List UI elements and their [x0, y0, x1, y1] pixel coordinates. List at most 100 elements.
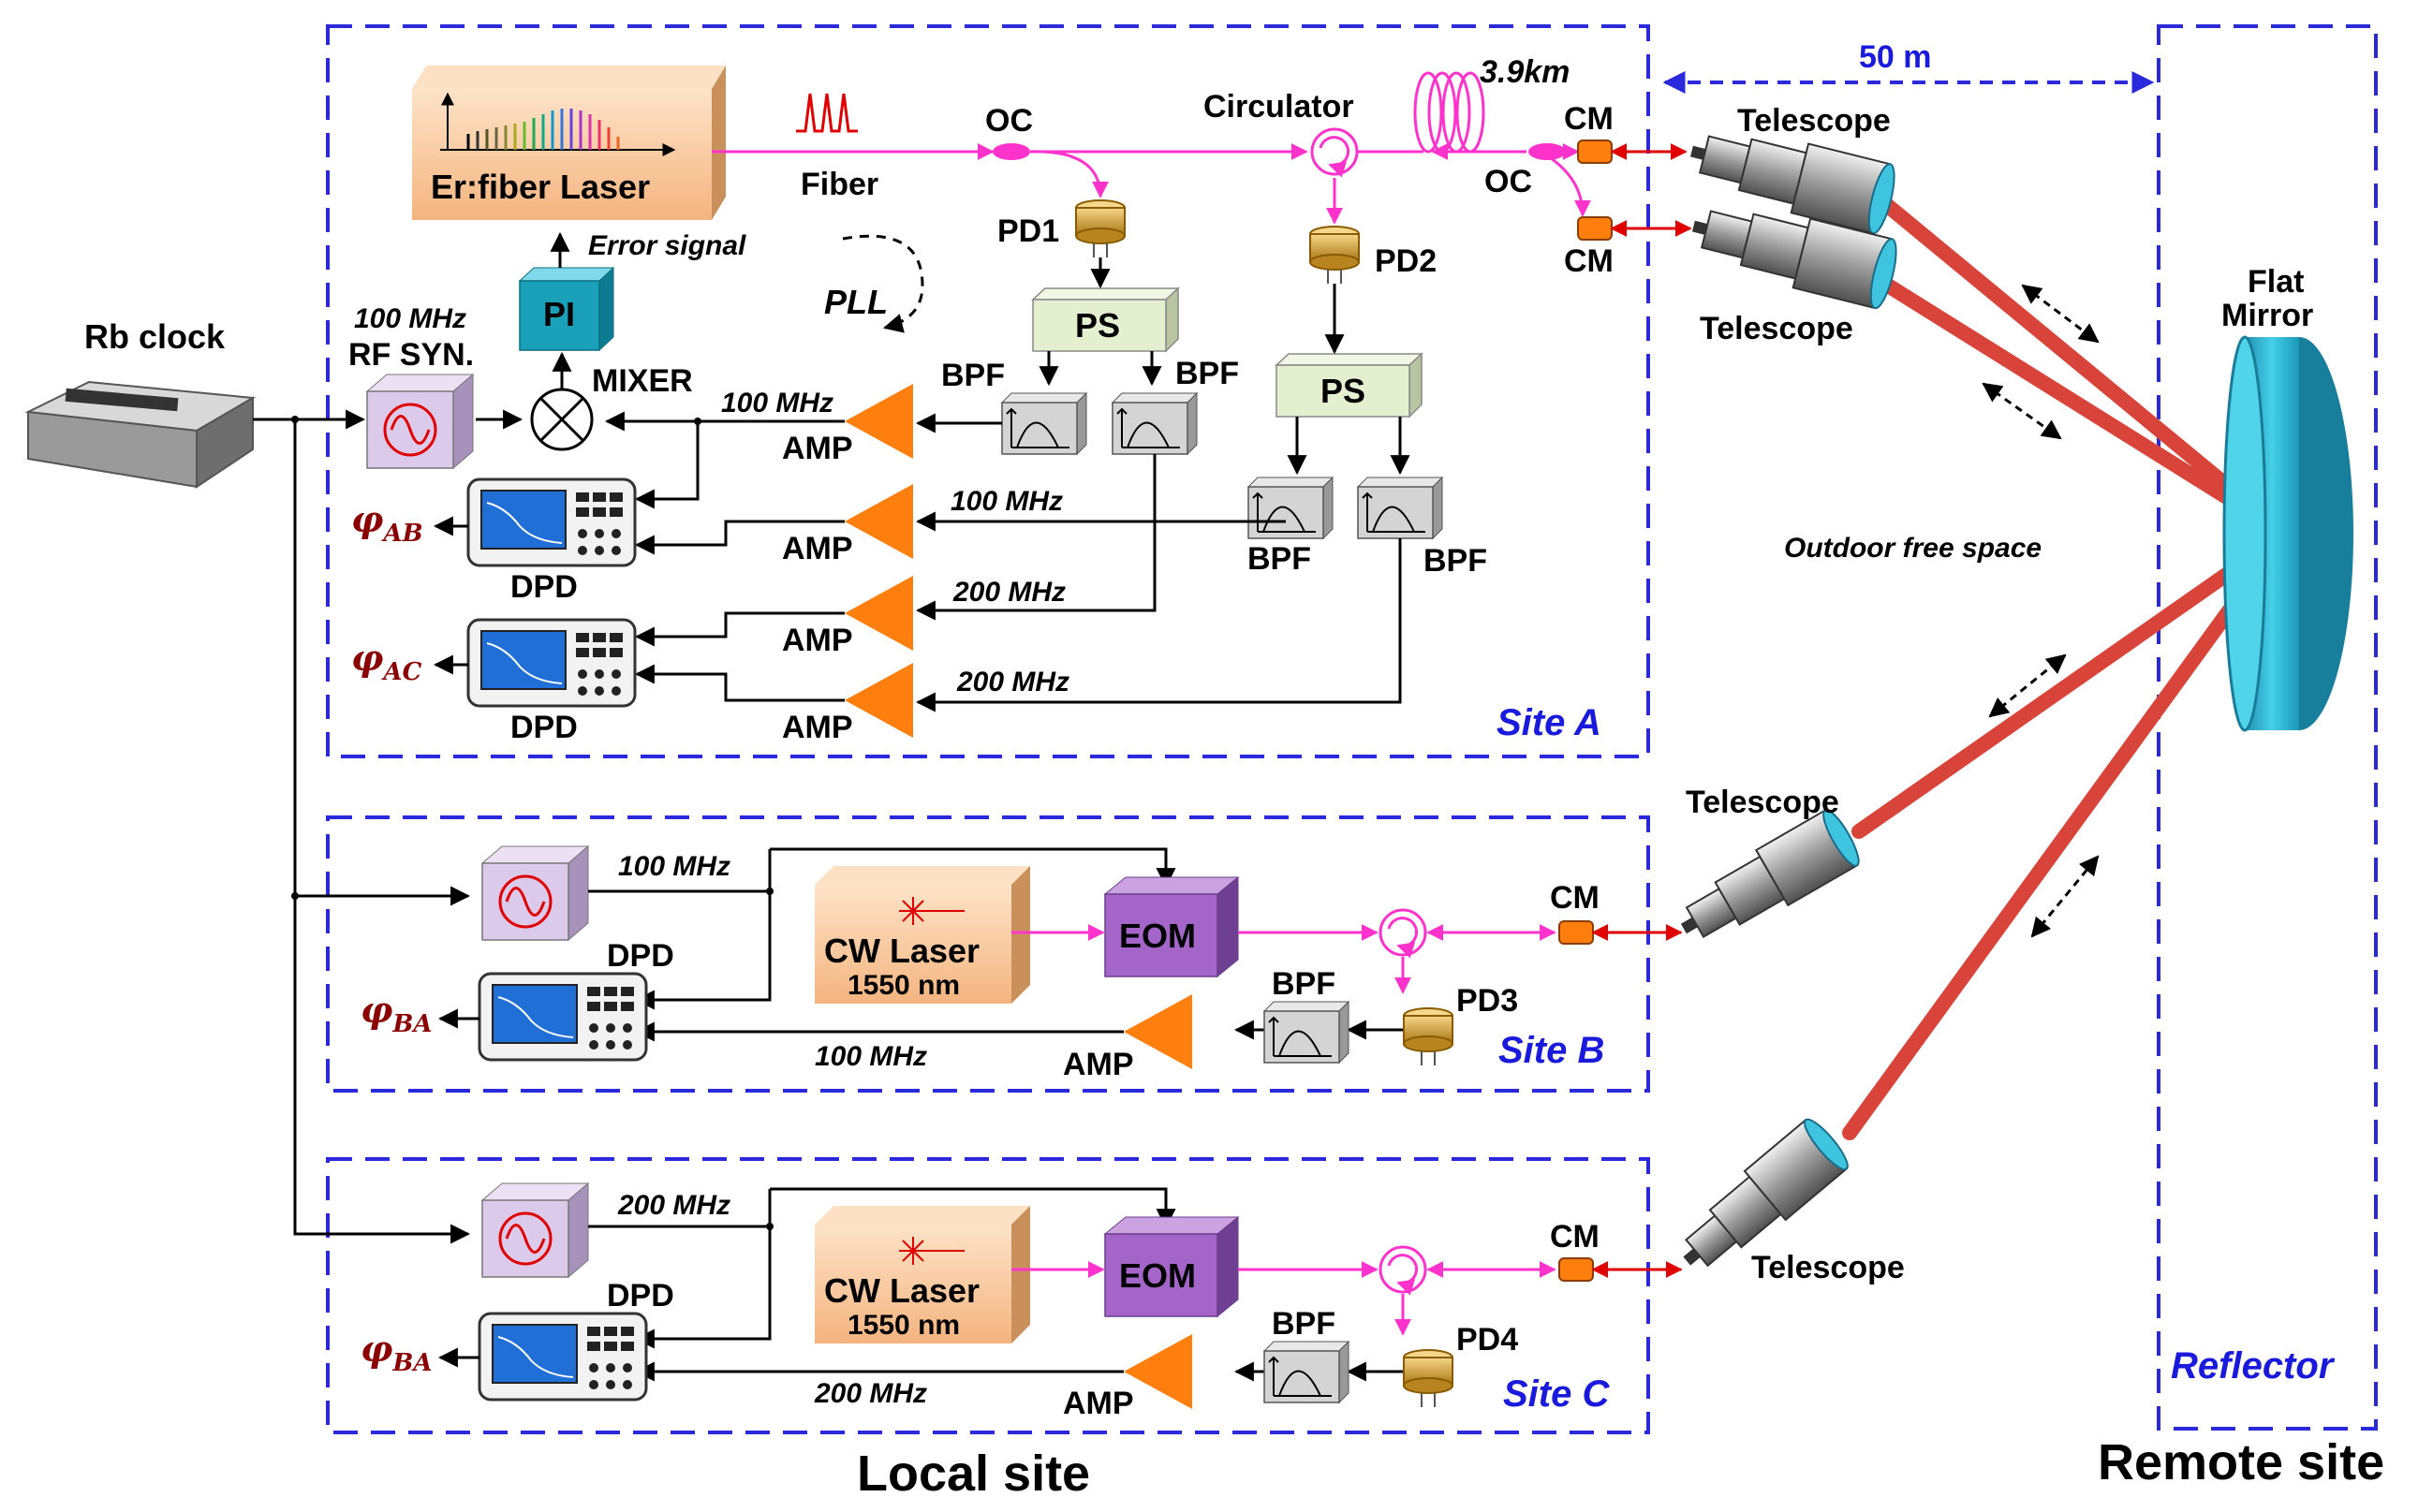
bpf-b	[1262, 1000, 1350, 1064]
pulse-train-icon	[796, 93, 858, 133]
dpd-ab-label: DPD	[510, 569, 578, 605]
cm-c	[1558, 1257, 1594, 1282]
circulator-c	[1379, 1245, 1427, 1296]
rf-synthesizer-a	[365, 373, 475, 470]
bpf-a4	[1356, 476, 1444, 540]
amp-a2	[845, 484, 913, 559]
rb-clock-label: Rb clock	[84, 317, 226, 356]
freq-a1-label: 100 MHz	[721, 388, 833, 418]
cm-b	[1558, 920, 1594, 945]
fiber-label: Fiber	[801, 167, 878, 202]
amp-a1	[845, 384, 913, 459]
telescope-a2	[1691, 210, 1897, 310]
pd3-photodiode	[1403, 1007, 1453, 1065]
cm-a2-label: CM	[1564, 243, 1614, 279]
bpf-a2-label: BPF	[1175, 356, 1239, 391]
phi-ab: φAB	[351, 498, 423, 548]
telescope-c-label: Telescope	[1751, 1250, 1905, 1285]
cw-laser-c	[815, 1206, 1030, 1343]
eom-c	[1103, 1215, 1240, 1318]
freq-b-label: 100 MHz	[815, 1041, 927, 1072]
distance-label: 50 m	[1859, 39, 1932, 75]
bpf-a3-label: BPF	[1247, 541, 1311, 577]
site-b-rf-lines	[588, 847, 1405, 1042]
oc2-coupler	[1528, 143, 1566, 160]
telescope-b-label: Telescope	[1686, 785, 1839, 820]
error-signal-label: Error signal	[588, 230, 746, 261]
telescope-a1-label: Telescope	[1737, 103, 1891, 139]
cm-b-label: CM	[1550, 880, 1600, 916]
site-a-label: Site A	[1497, 702, 1601, 743]
pll-loop-arrow	[842, 234, 924, 333]
telescope-c	[1683, 1118, 1849, 1268]
eom-b-label: EOM	[1119, 917, 1196, 955]
ps2-splitter	[1275, 352, 1423, 418]
bpf-a1	[1000, 391, 1088, 456]
freq-a3-label: 200 MHz	[952, 577, 1066, 608]
phi-ba-b: φBA	[361, 989, 433, 1038]
bpf-a1-label: BPF	[941, 358, 1005, 393]
ps1-label: PS	[1075, 306, 1120, 345]
rf-syn-freq-label: 100 MHz	[354, 303, 466, 334]
amp-a4	[845, 663, 913, 738]
reflector-box	[2157, 24, 2378, 1431]
bpf-a3	[1246, 476, 1334, 540]
cw-laser-c-label: CW Laser	[824, 1271, 980, 1310]
site-b-fiber	[1011, 924, 1556, 994]
phi-ac: φAC	[351, 637, 422, 686]
pd4-label: PD4	[1456, 1322, 1518, 1358]
cw-laser-b	[815, 866, 1030, 1004]
clock-distribution	[253, 409, 471, 1244]
amp-a3-label: AMP	[782, 623, 853, 658]
dpd-ac-label: DPD	[510, 710, 578, 745]
site-c-box	[326, 1157, 1650, 1434]
dpd-ab	[466, 477, 637, 567]
rf-syn-label: RF SYN.	[348, 337, 474, 373]
ps1-splitter	[1031, 286, 1180, 353]
flat-mirror-label-2: Mirror	[2221, 298, 2313, 333]
fiber-spool	[1413, 71, 1485, 154]
cm-c-label: CM	[1550, 1219, 1600, 1255]
pll-label: PLL	[824, 283, 888, 321]
pd1-label: PD1	[997, 213, 1059, 249]
pd2-label: PD2	[1375, 243, 1437, 279]
cw-laser-b-wl: 1550 nm	[848, 970, 960, 1001]
free-space-beams	[1842, 194, 2293, 1140]
bpf-c	[1262, 1340, 1350, 1404]
reflector-label: Reflector	[2171, 1345, 2336, 1387]
pi-label: PI	[543, 295, 575, 333]
pd1-photodiode	[1075, 199, 1126, 257]
site-c-fiber	[1011, 1261, 1556, 1336]
pd4-photodiode	[1403, 1349, 1453, 1407]
phi-ba-c: φBA	[361, 1328, 433, 1377]
circulator-b	[1379, 908, 1427, 959]
eom-c-label: EOM	[1119, 1256, 1196, 1295]
bpf-a2	[1111, 391, 1199, 456]
rf-synthesizer-c	[480, 1182, 590, 1279]
bpf-a4-label: BPF	[1423, 543, 1487, 579]
dpd-b-label: DPD	[607, 938, 674, 974]
telescope-a1	[1689, 135, 1895, 235]
dpd-ba-c	[478, 1312, 648, 1402]
site-c-rf-lines	[588, 1187, 1405, 1382]
rf-b-freq: 100 MHz	[618, 851, 730, 882]
dpd-ba-b	[478, 972, 648, 1062]
rf-c-freq: 200 MHz	[617, 1190, 730, 1221]
amp-c	[1124, 1334, 1192, 1409]
freq-c-label: 200 MHz	[814, 1378, 927, 1409]
cm-a1-label: CM	[1564, 101, 1614, 137]
dpd-ac	[466, 618, 637, 708]
amp-b	[1124, 994, 1192, 1069]
mixer	[530, 388, 594, 451]
rf-synthesizer-b	[480, 844, 590, 942]
rb-clock	[24, 380, 257, 489]
pd3-label: PD3	[1456, 983, 1518, 1019]
oc1-coupler	[993, 143, 1030, 160]
cw-laser-b-label: CW Laser	[824, 932, 980, 970]
circulator	[1310, 127, 1359, 178]
pd2-photodiode	[1309, 226, 1360, 284]
fiber-length-label: 3.9km	[1480, 54, 1570, 90]
telescope-b	[1680, 809, 1860, 938]
amp-c-label: AMP	[1063, 1386, 1134, 1421]
site-a-box	[326, 24, 1650, 758]
